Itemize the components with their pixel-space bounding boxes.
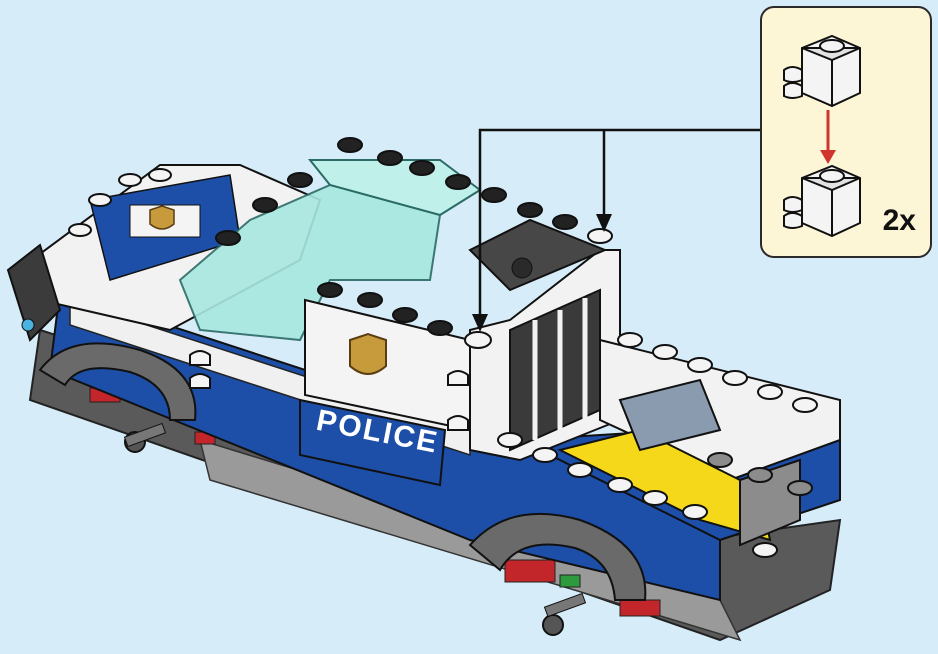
- rear-cab: [470, 220, 620, 460]
- badge-icon: [150, 206, 174, 229]
- sub-assembly-callout: 2x: [760, 6, 932, 258]
- clip-brick-icon: [784, 166, 860, 236]
- red-arrow: [820, 110, 836, 164]
- clip-brick-icon: [784, 36, 860, 106]
- quantity-label: 2x: [883, 204, 916, 238]
